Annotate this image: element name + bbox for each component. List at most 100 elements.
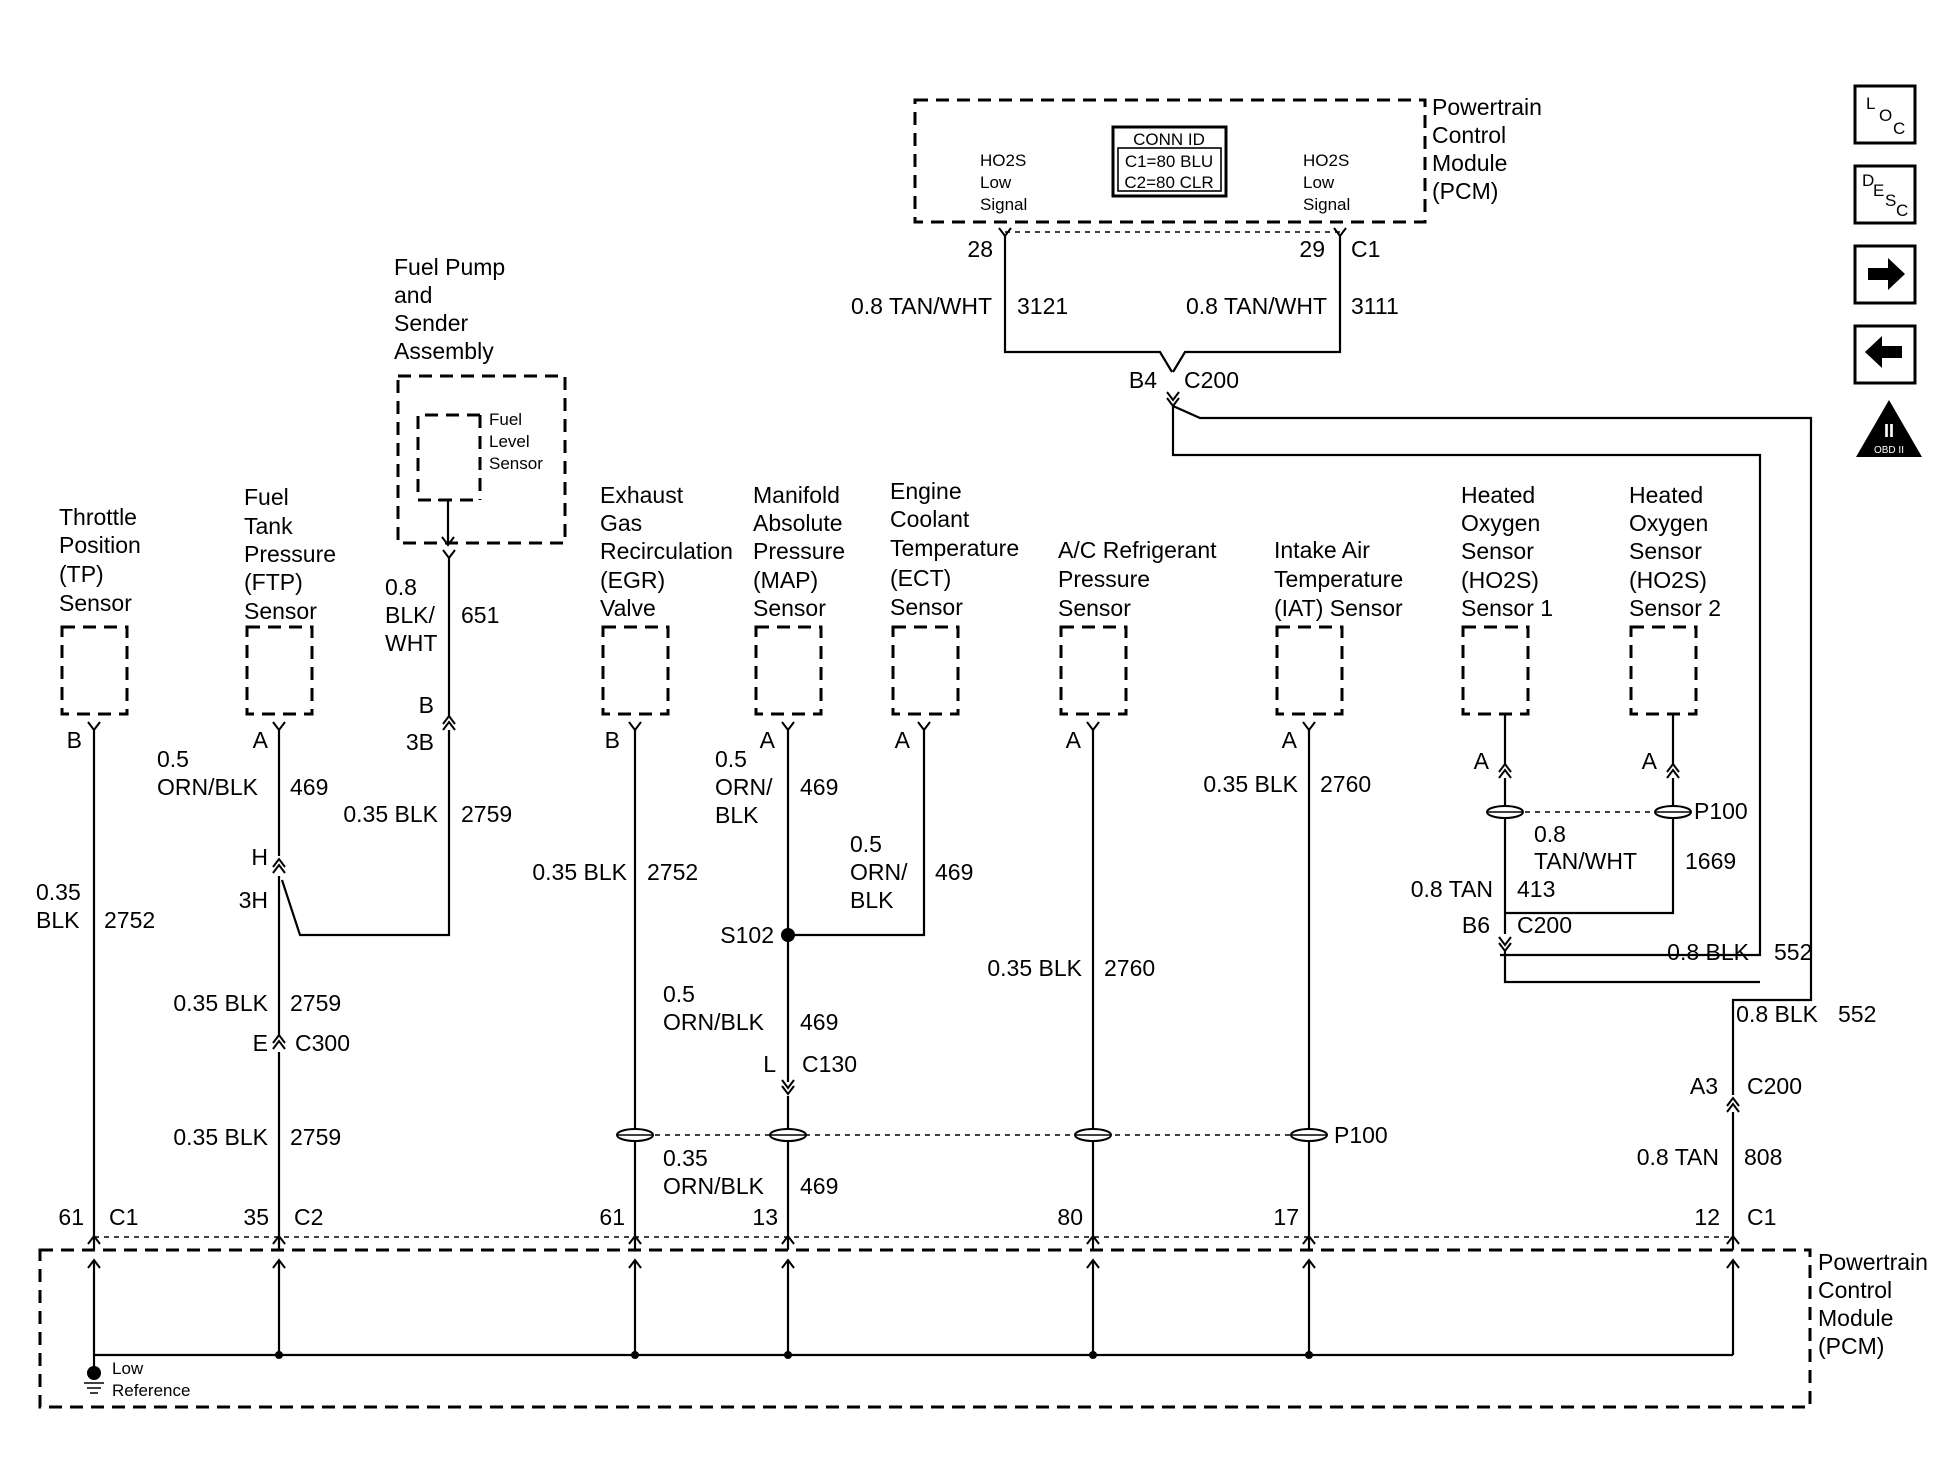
- loc-button[interactable]: L O C: [1853, 84, 1917, 145]
- c200-a3-pin: A3: [1690, 1073, 1718, 1099]
- loc-letter-l: L: [1866, 94, 1875, 113]
- c300-connector: [272, 1033, 286, 1050]
- pcm-bottom-terminals: [87, 1234, 1740, 1245]
- iat-title-2: Temperature: [1274, 566, 1403, 592]
- pcm-conn-c1-right: C1: [1747, 1204, 1776, 1230]
- ect-title-1: Engine: [890, 478, 962, 504]
- iat-title-1: Intake Air: [1274, 537, 1370, 563]
- ftp-pin-h: H: [251, 844, 268, 870]
- iat-pin: A: [1282, 727, 1298, 753]
- low-reference-label-2: Reference: [112, 1381, 190, 1400]
- prev-page-button[interactable]: [1853, 324, 1917, 385]
- obd-ii-button[interactable]: II OBD II: [1856, 400, 1922, 457]
- ho2s1-title-4: (HO2S): [1461, 567, 1539, 593]
- ect-wire-number: 469: [935, 859, 973, 885]
- ho2s-p100-label: P100: [1694, 798, 1748, 824]
- pcm-pin-61-c1: 61: [58, 1204, 84, 1230]
- obd-ii-label: OBD II: [1874, 445, 1904, 456]
- pcm-pin-13: 13: [752, 1204, 778, 1230]
- pcm-bottom-title-3: Module: [1818, 1305, 1893, 1331]
- ftp-low-number: 2759: [290, 1124, 341, 1150]
- ftp-mid-number: 2759: [290, 990, 341, 1016]
- map-mid-color-2: ORN/BLK: [663, 1009, 765, 1035]
- pcm-terminal-map: [781, 1234, 795, 1245]
- fuel-pump-wire-color-3: WHT: [385, 630, 437, 656]
- egr-title-4: (EGR): [600, 567, 665, 593]
- pcm-conn-c2: C2: [294, 1204, 323, 1230]
- ftp-h-connector: [272, 857, 286, 874]
- fuel-pump-pin-terminal: [442, 549, 456, 560]
- pcm-top-pin-28: 28: [967, 236, 993, 262]
- c200-b6-connector: [1498, 936, 1512, 953]
- next-page-button[interactable]: [1853, 244, 1917, 305]
- c200-b6-conn: C200: [1517, 912, 1572, 938]
- tp-wire-color-1: 0.35: [36, 879, 81, 905]
- pcm-top-left-circuit-1: HO2S: [980, 151, 1026, 170]
- fuel-pump-title-1: Fuel Pump: [394, 254, 505, 280]
- tp-sensor: Throttle Position (TP) Sensor B: [59, 504, 141, 753]
- bus-node-acp: [1089, 1351, 1097, 1359]
- fuel-pump-pin-3b: 3B: [406, 729, 434, 755]
- wire-ect-469: [788, 730, 926, 937]
- fuel-pump-assembly: Fuel Pump and Sender Assembly Fuel Level…: [280, 254, 567, 937]
- c200-b6-pin: B6: [1462, 912, 1490, 938]
- map-title-1: Manifold: [753, 482, 840, 508]
- loc-letter-c: C: [1893, 119, 1905, 138]
- ho2s1-sensor-box: [1461, 625, 1530, 716]
- map-low-color-2: ORN/BLK: [663, 1173, 765, 1199]
- wire-ho2s2-1669: [1505, 714, 1675, 915]
- pcm-top-title-1: Powertrain: [1432, 94, 1542, 120]
- fuel-level-sensor-1: Fuel: [489, 410, 522, 429]
- conn-id-c2: C2=80 CLR: [1124, 173, 1213, 192]
- ftp-sensor: Fuel Tank Pressure (FTP) Sensor A: [244, 484, 336, 753]
- ho2s2-title-2: Oxygen: [1629, 510, 1708, 536]
- fuel-level-sensor-3: Sensor: [489, 454, 543, 473]
- map-low-number: 469: [800, 1173, 838, 1199]
- arrow-right-icon: [1868, 258, 1905, 290]
- fuel-wire-2759-color: 0.35 BLK: [343, 801, 438, 827]
- pcm-pin-80: 80: [1057, 1204, 1083, 1230]
- iat-wire-number: 2760: [1320, 771, 1371, 797]
- acp-pin: A: [1066, 727, 1082, 753]
- ftp-title-3: Pressure: [244, 541, 336, 567]
- pcm-bottom-title-4: (PCM): [1818, 1333, 1884, 1359]
- bus-node-egr: [631, 1351, 639, 1359]
- pcm-pin-17: 17: [1273, 1204, 1299, 1230]
- map-sensor: Manifold Absolute Pressure (MAP) Sensor …: [753, 482, 845, 753]
- pcm-pin-35: 35: [243, 1204, 269, 1230]
- egr-title-2: Gas: [600, 510, 642, 536]
- shield-p100-egr: [616, 1128, 654, 1142]
- egr-terminal: [628, 721, 642, 732]
- pcm-pin-61: 61: [599, 1204, 625, 1230]
- iat-terminal: [1302, 721, 1316, 732]
- desc-letter-e: E: [1873, 181, 1884, 200]
- ftp-title-1: Fuel: [244, 484, 289, 510]
- low-reference-label-1: Low: [112, 1359, 144, 1378]
- bus-node-ftp: [275, 1351, 283, 1359]
- iat-sensor-box: [1275, 625, 1344, 716]
- fuel-pump-wire-color-1: 0.8: [385, 574, 417, 600]
- arrow-left-icon: [1865, 336, 1902, 368]
- acp-sensor-box: [1059, 625, 1128, 716]
- egr-title-1: Exhaust: [600, 482, 684, 508]
- pcm-top-connector-c1: C1: [1351, 236, 1380, 262]
- ect-pin: A: [895, 727, 911, 753]
- ho2s1-wire-color: 0.8 TAN: [1411, 876, 1493, 902]
- ect-sensor: Engine Coolant Temperature (ECT) Sensor …: [890, 478, 1019, 753]
- wiring: 0.35 BLK 2752 0.5 ORN/BLK 469 H 3H 0.35 …: [36, 714, 1876, 1250]
- acp-terminal: [1086, 721, 1100, 732]
- egr-box: [601, 625, 670, 716]
- ect-wire-color-3: BLK: [850, 887, 894, 913]
- pcm-internal-ground-bus: [92, 1262, 1735, 1357]
- pcm-terminal-iat: [1302, 1234, 1316, 1245]
- tp-title-2: Position: [59, 532, 141, 558]
- iat-wire-color: 0.35 BLK: [1203, 771, 1298, 797]
- ftp-wire-color-1: 0.5: [157, 746, 189, 772]
- ho2s-shield-p100-right: [1654, 805, 1692, 819]
- pcm-internal-arrows: [87, 1258, 1740, 1269]
- c130-pin: L: [763, 1051, 776, 1077]
- desc-button[interactable]: D E S C: [1853, 164, 1917, 225]
- loc-letter-o: O: [1879, 106, 1892, 125]
- desc-letter-c: C: [1896, 201, 1908, 220]
- ho2s1-sensor: Heated Oxygen Sensor (HO2S) Sensor 1 A: [1461, 482, 1553, 774]
